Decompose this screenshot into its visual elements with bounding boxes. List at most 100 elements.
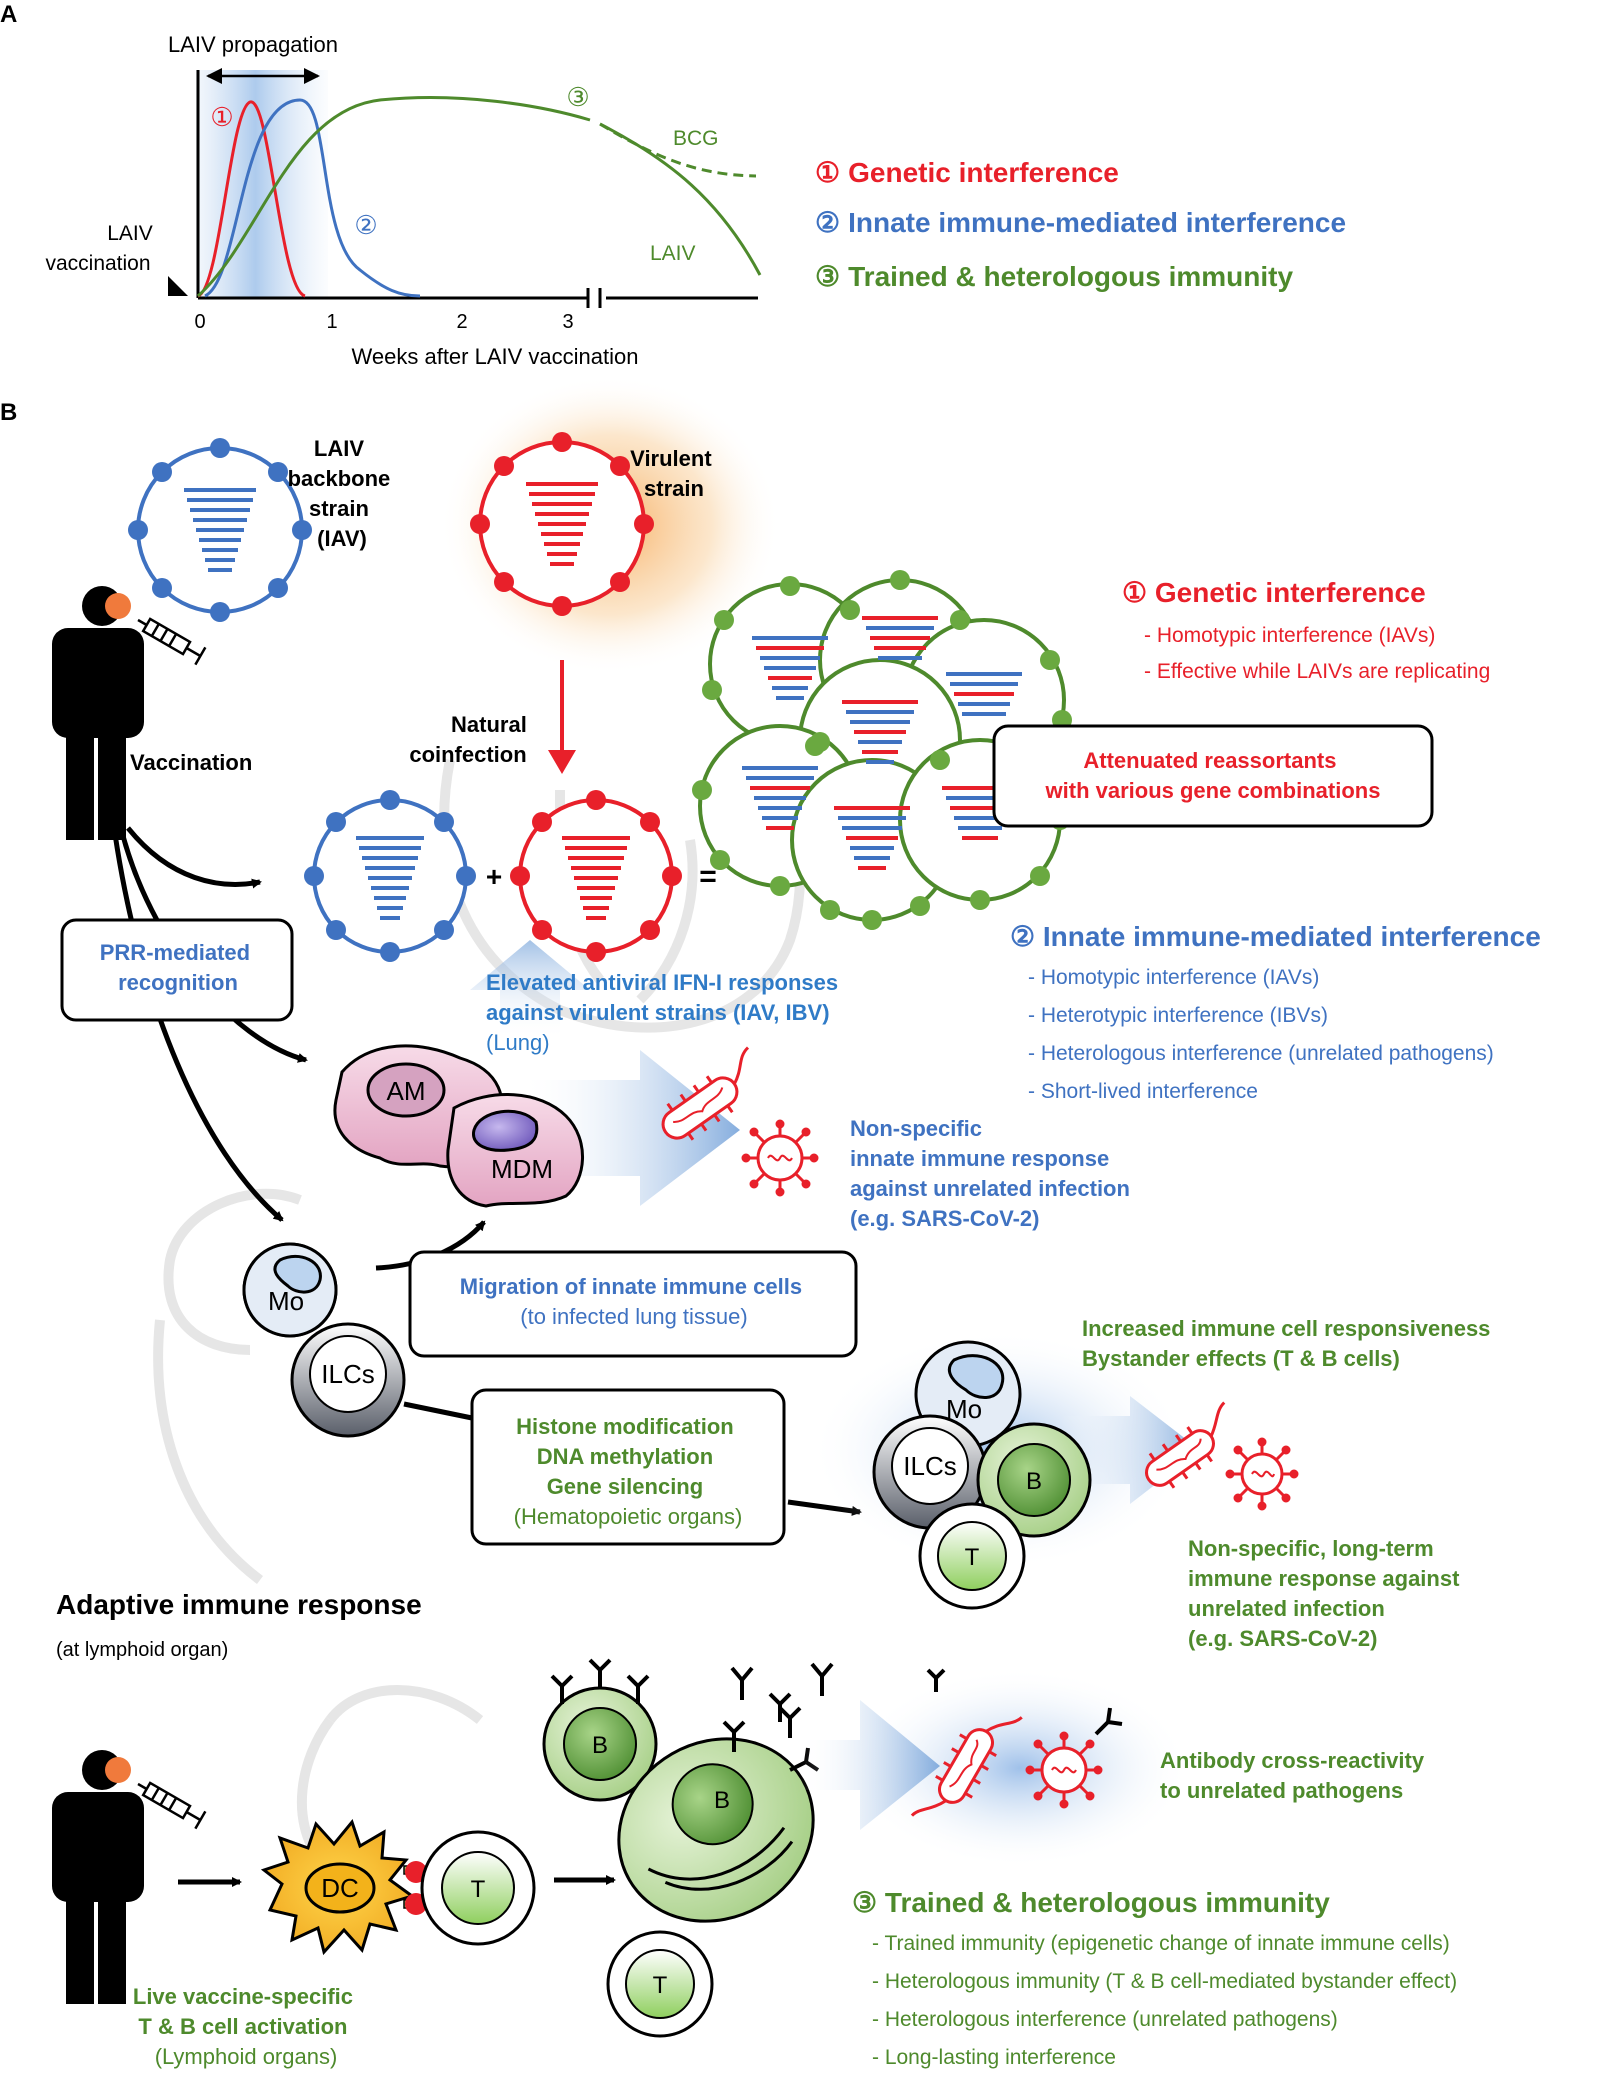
laiv-strain-label: LAIV backbone strain (IAV) — [288, 436, 397, 551]
vacc-label-2: vaccination — [45, 252, 150, 275]
panel-b: B LAIV backbone str — [0, 375, 1541, 2069]
trained-item-3: - Heterologous interference (unrelated p… — [872, 2008, 1338, 2031]
coinfection-label: Natural coinfection — [409, 712, 533, 767]
panel-b-label: B — [0, 399, 17, 426]
reassortants-box — [992, 724, 1434, 828]
innate-item-2: - Heterotypic interference (IBVs) — [1028, 1004, 1328, 1027]
virulent-virus-mid — [510, 790, 682, 962]
innate-title: ② Innate immune-mediated interference — [1010, 921, 1541, 952]
vaccination-label: Vaccination — [130, 750, 252, 775]
plasma-cell — [617, 1737, 815, 1923]
curve-innate — [204, 98, 421, 298]
laiv-virus-mid — [304, 790, 476, 962]
histone-text: Histone modification DNA methylation Gen… — [514, 1414, 743, 1529]
genetic-title: ① Genetic interference — [1122, 577, 1426, 608]
longterm-text: Non-specific, long-term immune response … — [1188, 1536, 1466, 1651]
panel-a-label: A — [0, 1, 17, 28]
virulent-virus-top — [470, 432, 654, 616]
dc-label: DC — [321, 1873, 359, 1903]
person-icon-bottom — [52, 1750, 144, 2004]
vacc-marker — [168, 276, 188, 296]
t-label-adaptive: T — [471, 1876, 486, 1903]
equals-sign: = — [699, 860, 717, 893]
bacteria-icon-1 — [661, 1046, 750, 1141]
t-label-cluster: T — [965, 1544, 980, 1571]
vaccination-arrows — [112, 826, 308, 1222]
ilcs-to-histone-line — [403, 1401, 473, 1421]
tick-0: 0 — [194, 311, 205, 333]
tick-2: 2 — [456, 311, 467, 333]
mdm-cell: MDM — [446, 1093, 584, 1208]
t-cell-cluster: T — [918, 1502, 1026, 1610]
b-cell-cluster: B — [976, 1422, 1092, 1538]
adaptive-title: Adaptive immune response — [56, 1589, 422, 1620]
t-cell-lower: T — [606, 1930, 714, 2038]
nonspecific-text: Non-specific innate immune response agai… — [850, 1116, 1136, 1231]
bcg-label: BCG — [673, 127, 719, 150]
ilcs-cell-right: ILCs — [872, 1414, 988, 1530]
plus-sign: + — [486, 861, 502, 892]
innate-item-3: - Heterologous interference (unrelated p… — [1028, 1042, 1494, 1065]
ilcs-cell-left: ILCs — [290, 1322, 406, 1438]
antibodies — [722, 1662, 834, 1772]
syringe-icon-top — [137, 617, 207, 666]
laiv-virus-top — [128, 438, 312, 622]
b-label-small: B — [592, 1732, 608, 1759]
virulent-label: Virulent strain — [630, 446, 718, 501]
dc-cell: DC — [260, 1818, 416, 1956]
curve-num-3: ③ — [566, 82, 589, 112]
b-label-plasma: B — [714, 1787, 730, 1814]
virus-icon-2 — [1225, 1437, 1299, 1511]
curve-num-1: ① — [210, 102, 233, 132]
ilcs-label-right: ILCs — [903, 1451, 956, 1481]
antibody-text: Antibody cross-reactivity to unrelated p… — [1160, 1748, 1430, 1803]
adaptive-sub: (at lymphoid organ) — [56, 1639, 228, 1661]
trained-item-2: - Heterologous immunity (T & B cell-medi… — [872, 1970, 1457, 1993]
trained-item-4: - Long-lasting interference — [872, 2046, 1116, 2069]
syringe-icon-bottom — [137, 1781, 207, 1830]
reassortants-text: Attenuated reassortants with various gen… — [1045, 748, 1381, 803]
t-cell-adaptive: T — [420, 1830, 536, 1946]
ilcs-label-left: ILCs — [321, 1359, 374, 1389]
virus-icon-3 — [1025, 1731, 1103, 1809]
t-label-lower: T — [653, 1972, 668, 1999]
trained-item-1: - Trained immunity (epigenetic change of… — [872, 1932, 1450, 1955]
genetic-item-2: - Effective while LAIVs are replicating — [1144, 660, 1490, 683]
b-cell-small: B — [542, 1658, 658, 1802]
increased-text: Increased immune cell responsiveness Bys… — [1082, 1316, 1497, 1371]
migration-text: Migration of innate immune cells (to inf… — [460, 1274, 808, 1329]
mdm-label: MDM — [491, 1154, 553, 1184]
innate-item-1: - Homotypic interference (IAVs) — [1028, 966, 1319, 989]
curve-trained — [196, 96, 591, 298]
ifn-arrow — [470, 940, 590, 1040]
prr-text: PRR-mediated recognition — [100, 940, 256, 995]
antibody-arrow — [800, 1700, 940, 1830]
tick-1: 1 — [326, 311, 337, 333]
curve-num-2: ② — [354, 210, 377, 240]
ifn-text: Elevated antiviral IFN-I responses again… — [486, 970, 844, 1055]
curve-genetic — [197, 100, 306, 298]
am-label: AM — [387, 1076, 426, 1106]
antibody-glow — [850, 1668, 1190, 1868]
tick-3: 3 — [562, 311, 573, 333]
trained-title: ③ Trained & heterologous immunity — [852, 1887, 1330, 1918]
mo-label-left: Mo — [268, 1286, 304, 1316]
prr-box — [60, 918, 294, 1022]
curve-laiv — [599, 122, 762, 276]
live-text: Live vaccine-specific T & B cell activat… — [133, 1984, 359, 2069]
b-label-cluster: B — [1026, 1468, 1042, 1495]
mo-cell-left: Mo — [242, 1242, 338, 1338]
virus-icon-1 — [741, 1119, 819, 1197]
propagation-label: LAIV propagation — [168, 32, 338, 57]
panel-a: A LAIV propagation 0 1 2 3 Weeks after L… — [0, 1, 1346, 369]
innate-item-4: - Short-lived interference — [1028, 1080, 1258, 1103]
migration-box — [408, 1250, 858, 1358]
person-icon-top — [52, 586, 144, 840]
genetic-item-1: - Homotypic interference (IAVs) — [1144, 624, 1435, 647]
x-axis-label: Weeks after LAIV vaccination — [352, 344, 639, 369]
